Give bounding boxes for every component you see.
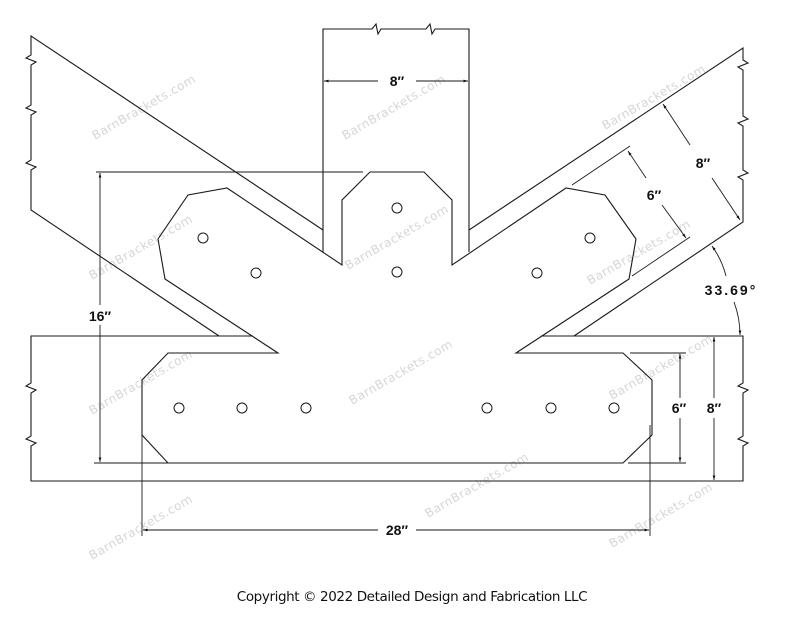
watermark: BarnBrackets.com [90,72,199,143]
bolt-hole [584,232,596,244]
dim-beam-plate: 6″ [672,400,687,416]
bolt-hole [173,402,185,414]
post [322,22,470,252]
watermark: BarnBrackets.com [423,450,532,521]
bolt-hole [391,202,403,214]
dim-brace-plate: 6″ [647,187,662,203]
dim-beam-depth: 8″ [707,400,722,416]
left-brace [24,34,324,337]
bolt-hole [545,402,557,414]
dim-angle: 33.69° [705,282,758,298]
watermark: BarnBrackets.com [347,337,456,408]
watermark: BarnBrackets.com [607,480,716,551]
copyright-notice: Copyright © 2022 Detailed Design and Fab… [236,589,588,605]
bracket-outline [141,171,653,464]
watermark: BarnBrackets.com [607,332,716,403]
bolt-hole [300,402,312,414]
beam [24,335,750,482]
dim-brace-depth: 8″ [696,155,711,171]
bolt-hole [481,402,493,414]
bolt-hole [236,402,248,414]
dim-bracket-height: 16″ [89,308,112,324]
timbers [24,22,750,482]
watermark: BarnBrackets.com [600,62,709,133]
dim-bracket-length: 28″ [386,522,409,538]
bolt-hole [250,267,262,279]
bolt-hole [531,267,543,279]
dim-post-width: 8″ [390,73,405,89]
watermark: BarnBrackets.com [87,212,196,283]
bolt-hole [608,402,620,414]
bolt-hole [391,266,403,278]
right-brace [468,46,750,337]
watermark: BarnBrackets.com [585,217,694,288]
watermark: BarnBrackets.com [87,492,196,563]
bolt-hole [197,232,209,244]
bolt-holes [173,202,620,414]
watermarks: BarnBrackets.com BarnBrackets.com BarnBr… [87,62,716,563]
dimensions: 8″ 16″ 8″ 6″ 33.69° 6″ 8″ 28″ [89,73,758,538]
